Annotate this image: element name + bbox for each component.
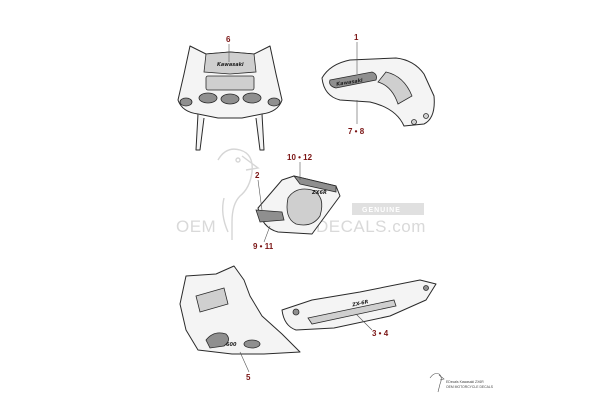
callout-6: 6: [226, 35, 231, 44]
headlight-right: [242, 92, 262, 104]
bird-logo-icon: [217, 148, 260, 240]
lower-side-panel: ZX-6R: [281, 279, 437, 331]
headlight-center: [220, 93, 240, 105]
seat-cowl: ZX6R: [255, 175, 341, 235]
watermark-box-text: GENUINE: [362, 207, 401, 214]
bird-logo-small-icon: [429, 373, 445, 393]
tank-bolt-icon: [423, 113, 429, 119]
front-fairing: Kawasaki: [177, 45, 283, 151]
fairing-brand-decal: Kawasaki: [217, 62, 244, 68]
headlight-window: [205, 75, 255, 91]
callout-3-4: 3 • 4: [372, 329, 389, 338]
leader-lines: [228, 42, 373, 373]
callout-1: 1: [354, 33, 359, 42]
footer-line-1: EDecals Kawasaki ZX6R: [446, 380, 484, 384]
callout-9-11: 9 • 11: [253, 242, 274, 251]
tank-cover: Kawasaki: [321, 57, 435, 127]
callout-10-12: 10 • 12: [287, 153, 313, 162]
watermark-text-left: OEM: [176, 217, 216, 236]
watermark: OEM DECALS.com GENUINE: [176, 148, 426, 240]
side-vent-right: [267, 97, 281, 107]
side-vent-left: [179, 97, 193, 107]
headlight-left: [198, 92, 218, 104]
footer-logo: EDecals Kawasaki ZX6R OEM MOTORCYCLE DEC…: [429, 373, 494, 393]
panel-bolt-icon: [292, 308, 300, 316]
callout-5: 5: [246, 373, 251, 382]
panel-bolt-icon: [423, 285, 429, 291]
callout-2: 2: [255, 171, 260, 180]
callout-7-8: 7 • 8: [348, 127, 365, 136]
tank-bolt-icon: [411, 119, 417, 125]
belly-pan: 600: [179, 265, 301, 355]
seat-model-decal: ZX6R: [311, 190, 327, 196]
belly-vent-icon: [243, 339, 261, 349]
watermark-box: [352, 203, 424, 215]
callout-labels: 6 1 7 • 8 10 • 12 2 9 • 11 3 • 4 5: [226, 33, 389, 382]
footer-line-2: OEM MOTORCYCLE DECALS: [446, 385, 494, 389]
tank-brand-decal: Kawasaki: [336, 78, 364, 88]
lower-model-decal: ZX-6R: [351, 299, 369, 308]
belly-model-decal: 600: [226, 342, 237, 348]
watermark-text-right: DECALS.com: [316, 217, 426, 236]
